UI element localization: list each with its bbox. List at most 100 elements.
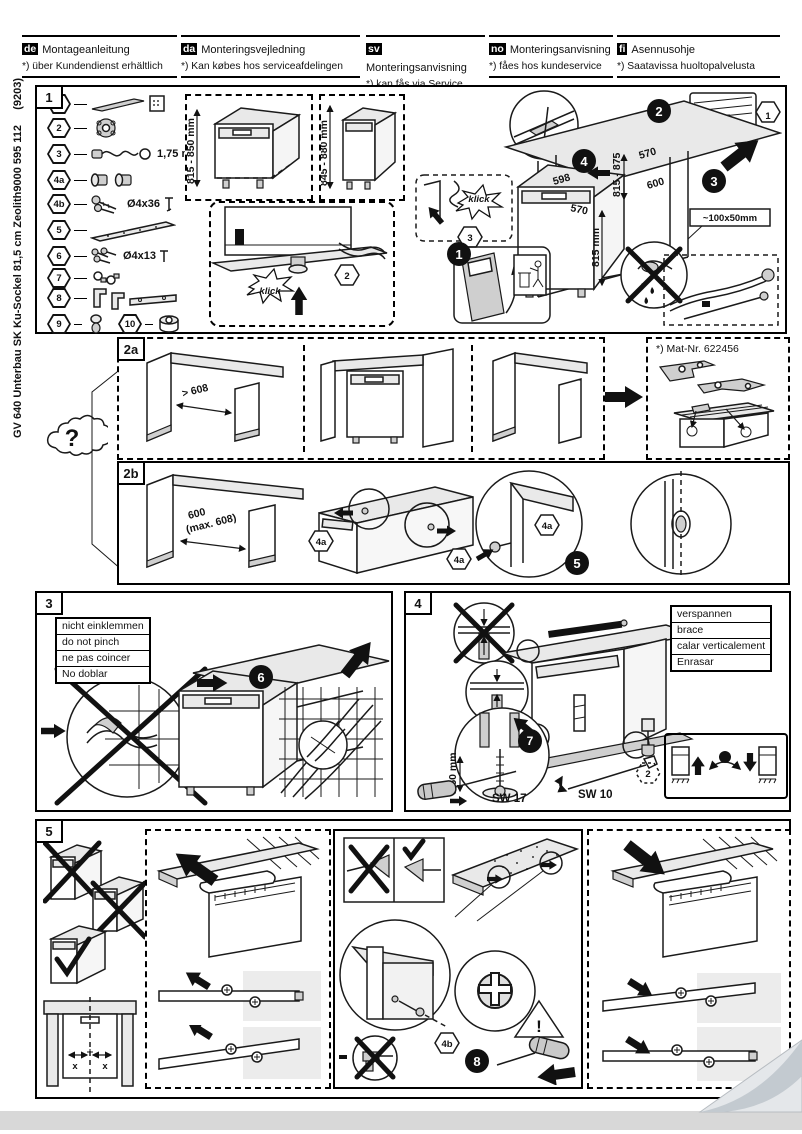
svg-text:x: x	[102, 1061, 108, 1072]
screwdriver-illustration	[496, 1036, 570, 1066]
mat-nr-plates-box: *) Mat-Nr. 622456	[646, 337, 790, 460]
svg-text:600: 600	[646, 175, 666, 191]
panel-1-number: 1	[35, 85, 63, 109]
arrow-icon	[185, 972, 211, 991]
screw-angle-check-box	[343, 837, 445, 903]
divider	[471, 345, 473, 452]
arrow-up-icon	[290, 286, 308, 315]
step-6-dot: 6	[249, 665, 273, 689]
part-row-3: 3 1,75 m	[47, 143, 191, 165]
arrow-install-icon	[623, 840, 665, 875]
part-ref-hexagon	[534, 514, 560, 536]
svg-text:4a: 4a	[542, 521, 553, 532]
svg-text:2: 2	[344, 271, 349, 282]
svg-text:?: ?	[65, 425, 80, 452]
part-row-4b: 4b Ø4x36	[47, 193, 175, 215]
lang-code-badge: de	[22, 43, 39, 55]
warning-de: verspannen	[672, 607, 771, 623]
part-badge: 2	[47, 118, 71, 138]
leveling-scene-illustration	[501, 619, 697, 774]
lang-note: *) über Kundendienst erhältlich	[22, 61, 163, 72]
door-top-remove-illustration	[156, 836, 320, 958]
page-bottom-edge	[0, 1111, 802, 1130]
lang-title: Monteringsanvisning	[509, 44, 611, 56]
part-clips-illustration	[93, 271, 120, 285]
countertop-chipboard-illustration	[450, 838, 579, 922]
part-label: Ø4x36	[127, 198, 161, 210]
front-foot-adjust-circle: 7 0-60 mm	[447, 707, 550, 806]
part-plate-illustration	[90, 221, 176, 242]
rear-foot-ref-illustration: 2	[635, 718, 661, 784]
part-badge: 3	[47, 144, 71, 164]
step-1-dot: 1	[447, 242, 471, 266]
panel-2a-niche-options: 2a > 608	[117, 337, 605, 460]
arrow-left-icon	[587, 166, 610, 180]
part-row-7: 7	[47, 267, 122, 289]
part-ref-hexagon	[755, 101, 781, 123]
part-label: Ø4x13	[123, 250, 157, 262]
question-cloud-icon: ?	[46, 414, 108, 456]
screw-side-icon	[165, 197, 174, 212]
step-3-dot: 3	[702, 169, 726, 193]
installation-scene-illustration: 1 598 570 815 - 875 600 570 815 mm klick	[415, 90, 782, 326]
no-tension-circle	[453, 602, 515, 664]
lang-note: *) kan fås via Service	[366, 79, 485, 90]
part-row-4a: 4a	[47, 169, 142, 191]
svg-text:~100x50mm: ~100x50mm	[703, 213, 757, 224]
arrow-icon	[475, 549, 494, 562]
lang-title: Montageanleitung	[42, 44, 130, 56]
panel-5-number: 5	[35, 819, 63, 843]
part-ref-hexagon	[446, 548, 472, 570]
svg-text:7: 7	[527, 734, 534, 748]
panel-2b-width-600: 2b 600 (max. 608) 4a 4a 4a 5	[117, 461, 790, 585]
lang-note: *) fåes hos kundeservice	[489, 61, 602, 72]
svg-text:klick: klick	[468, 194, 490, 205]
arrow-icon	[487, 874, 503, 884]
foot-klick-detail-box: klick 2	[209, 201, 395, 327]
panel-3-do-not-pinch: 3 nicht einklemmen do not pinch ne pas c…	[35, 591, 393, 812]
part-ref-hexagon	[334, 264, 360, 286]
wrench-illustration	[554, 755, 658, 793]
part-badge: 10	[118, 314, 142, 334]
part-sleeves-illustration	[90, 173, 132, 187]
screw-zoom-circle	[339, 919, 451, 1031]
part-ref-4b: 4b	[434, 1032, 460, 1054]
revision-code: (9203)	[12, 78, 24, 110]
height-range-box-b: 845 - 880 mm	[319, 94, 405, 201]
product-name: GV 640 Unterbau SK Ku-Sockel 81,5 cm Zeo…	[12, 191, 24, 438]
screwdriver-front-illustration	[417, 770, 517, 801]
arrow-icon	[187, 1025, 213, 1041]
packaging-disposal-box	[453, 246, 551, 324]
screw-detail-circle: 4a	[475, 470, 583, 578]
mat-nr-label: *) Mat-Nr. 622456	[656, 343, 739, 355]
svg-text:598: 598	[552, 171, 572, 187]
lang-code-badge: no	[489, 43, 506, 55]
arrow-icon	[437, 525, 456, 537]
order-number: 9000 595 112	[12, 124, 24, 192]
pinched-hose-warning-circle	[41, 666, 208, 806]
svg-text:600: 600	[187, 506, 207, 522]
height-range-box-a: 815 - 850 mm	[185, 94, 313, 201]
lang-code-badge: da	[181, 43, 198, 55]
arrow-icon	[625, 1035, 651, 1054]
svg-text:815 mm: 815 mm	[590, 228, 602, 267]
part-row-1: 1	[47, 93, 170, 115]
arrow-icon	[450, 796, 468, 806]
lang-code-badge: sv	[366, 43, 382, 55]
niche-empty-illustration	[492, 351, 588, 444]
lang-title: Monteringsanvisning	[366, 62, 467, 74]
dishwasher-height-a-illustration: 815 - 850 mm	[187, 107, 302, 189]
rail-tilted-illustration	[158, 1025, 321, 1079]
foot-klick-illustration: klick 2	[211, 206, 388, 315]
level-check-box	[664, 733, 788, 799]
part-row-2: 2	[47, 117, 130, 139]
dishwasher-height-b-illustration: 845 - 880 mm	[321, 104, 398, 190]
lang-note: *) Saatavissa huoltopalvelusta	[617, 61, 755, 72]
niche-with-dishwasher-illustration	[320, 348, 454, 448]
part-grommet-illustration	[90, 314, 102, 334]
arrow-up-icon	[340, 642, 371, 679]
